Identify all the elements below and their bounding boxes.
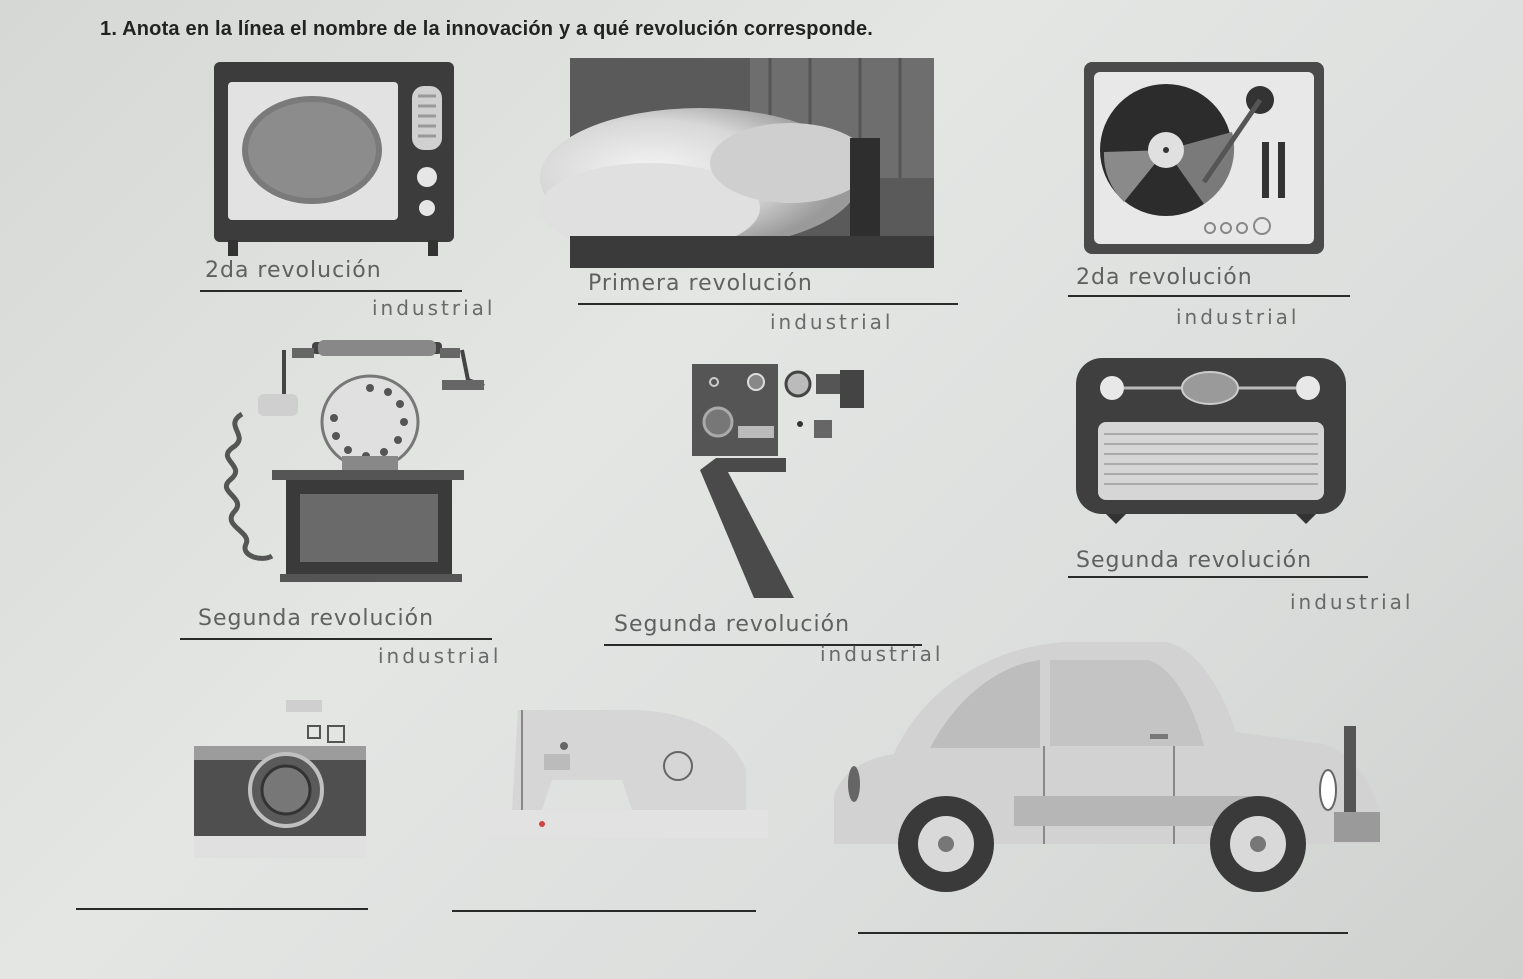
answer-line-record[interactable]	[1068, 295, 1350, 297]
answer-tv-line2: industrial	[372, 296, 496, 320]
answer-line-car[interactable]	[858, 932, 1348, 934]
answer-line-film-camera[interactable]	[604, 644, 922, 646]
answer-line-steam[interactable]	[578, 303, 958, 305]
answer-line-tv[interactable]	[200, 290, 462, 292]
answer-line-telephone[interactable]	[180, 638, 492, 640]
answer-record-line2: industrial	[1176, 305, 1300, 329]
answer-telephone-line1: Segunda revolución	[198, 606, 435, 631]
instruction-heading: 1. Anota en la línea el nombre de la inn…	[100, 18, 874, 40]
answer-film-camera-line2: industrial	[820, 642, 944, 666]
answer-line-photo-camera[interactable]	[76, 908, 368, 910]
radio-icon	[1076, 358, 1346, 524]
photo-camera-icon	[194, 700, 366, 858]
sewing-machine-icon	[482, 710, 768, 838]
record-player-icon	[1084, 62, 1324, 254]
answer-steam-line1: Primera revolución	[588, 271, 813, 296]
answer-record-line1: 2da revolución	[1076, 265, 1253, 290]
tv-icon	[214, 62, 454, 256]
answer-tv-line1: 2da revolución	[205, 258, 382, 283]
answer-radio-line2: industrial	[1290, 590, 1414, 614]
answer-film-camera-line1: Segunda revolución	[614, 612, 851, 637]
answer-radio-line1: Segunda revolución	[1076, 548, 1313, 573]
steam-engine-photo	[540, 58, 934, 268]
telephone-icon	[223, 340, 485, 582]
answer-steam-line2: industrial	[770, 310, 894, 334]
answer-line-radio[interactable]	[1068, 576, 1368, 578]
answer-line-sewing-machine[interactable]	[452, 910, 756, 912]
car-icon	[834, 642, 1380, 892]
film-camera-icon	[692, 364, 864, 598]
answer-telephone-line2: industrial	[378, 644, 502, 668]
